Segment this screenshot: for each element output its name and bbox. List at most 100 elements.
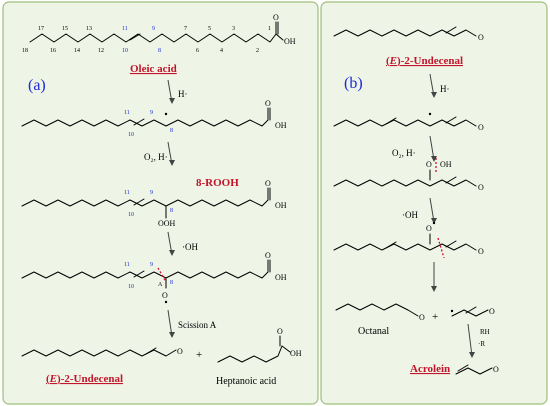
svg-text:9: 9 [150, 110, 153, 116]
svg-text:O: O [478, 123, 484, 132]
arrowhead-b-step4 [431, 286, 437, 292]
svg-text:10: 10 [128, 132, 134, 138]
arrowhead-b-step1 [431, 92, 437, 98]
undecenal-hydroperoxide-structure [333, 169, 477, 187]
b-o-atom: O [426, 160, 432, 169]
svg-text:11: 11 [124, 190, 130, 196]
octanal-label: Octanal [358, 326, 389, 337]
svg-text:7: 7 [184, 26, 187, 32]
b-step3-reagent: ·OH [402, 210, 418, 220]
acrolein-structure [455, 364, 493, 375]
svg-text:11: 11 [124, 110, 130, 116]
svg-text:6: 6 [196, 48, 199, 54]
svg-text:16: 16 [50, 48, 56, 54]
plus-sign-right: + [432, 311, 438, 323]
arrowhead-step4 [169, 332, 175, 338]
arrowhead-step3 [169, 250, 175, 256]
scission-mark-b2 [437, 237, 445, 259]
radical-dot [164, 112, 168, 116]
oleic-oh-group: OH [284, 37, 296, 46]
arrowhead-b-step5 [469, 352, 475, 358]
svg-text:2: 2 [256, 48, 259, 54]
b-step1-reagent: H· [440, 84, 450, 94]
octanal-structure [335, 303, 419, 317]
arrowhead-step1 [169, 98, 175, 104]
svg-text:O: O [265, 99, 271, 108]
undecenal-label-left: (E)-2-Undecenal [46, 373, 123, 385]
arrowhead-b-step3 [431, 218, 437, 224]
svg-text:OH: OH [275, 121, 287, 130]
svg-text:13: 13 [86, 26, 92, 32]
acrolein-radical-dot [450, 309, 454, 313]
arrowhead-b-step2 [431, 156, 437, 162]
panel-b-tag: (b) [344, 75, 363, 92]
svg-text:15: 15 [62, 26, 68, 32]
undecenal-structure-b [333, 26, 477, 37]
svg-text:12: 12 [98, 48, 104, 54]
step3-reagent: ·OH [182, 242, 198, 252]
plus-sign-left: + [196, 349, 202, 361]
undecenal-label-right: (E)-2-Undecenal [386, 55, 463, 67]
svg-text:8: 8 [170, 280, 173, 286]
r-label: ·R [478, 340, 485, 348]
panel-a-tag: (a) [28, 77, 46, 94]
alkoxy-radical-structure [21, 259, 271, 289]
alkoxy-o-atom: O [162, 291, 168, 300]
svg-text:O: O [489, 307, 495, 316]
svg-text:O: O [265, 179, 271, 188]
svg-text:4: 4 [220, 48, 223, 54]
svg-text:OH: OH [275, 273, 287, 282]
svg-text:O: O [177, 347, 183, 356]
svg-text:O: O [478, 247, 484, 256]
svg-text:14: 14 [74, 48, 80, 54]
svg-text:10: 10 [122, 48, 128, 54]
rooh-label: 8-ROOH [196, 177, 239, 189]
undecenal-alkoxy-structure [333, 233, 477, 251]
svg-text:O: O [426, 224, 432, 233]
rooh-structure [21, 187, 271, 219]
svg-text:O: O [478, 183, 484, 192]
svg-text:18: 18 [22, 48, 28, 54]
svg-text:5: 5 [208, 26, 211, 32]
svg-text:O: O [277, 327, 283, 336]
heptanoic-acid-label: Heptanoic acid [216, 376, 276, 387]
ooh-group: OOH [158, 219, 176, 228]
svg-text:11: 11 [122, 26, 128, 32]
svg-text:8: 8 [158, 48, 161, 54]
svg-text:8: 8 [170, 128, 173, 134]
rh-label: RH [480, 328, 490, 336]
panel-b [320, 1, 548, 405]
b-oh-group: OH [440, 160, 452, 169]
svg-text:11: 11 [124, 262, 130, 268]
step1-reagent: H· [178, 89, 188, 99]
oleic-radical-structure [21, 107, 271, 127]
scission-mark-a [157, 267, 167, 283]
svg-text:17: 17 [38, 26, 44, 32]
svg-text:OH: OH [275, 201, 287, 210]
svg-text:3: 3 [232, 26, 235, 32]
svg-text:O: O [265, 251, 271, 260]
svg-text:8: 8 [170, 208, 173, 214]
undecenal-product-structure [21, 347, 177, 357]
svg-text:O: O [493, 365, 499, 374]
acrolein-label: Acrolein [410, 363, 450, 375]
oleic-acid-label: Oleic acid [130, 63, 177, 75]
svg-text:OH: OH [290, 349, 302, 358]
scission-label: Scission A [178, 320, 217, 330]
radical-dot-b [428, 112, 432, 116]
svg-text:9: 9 [150, 262, 153, 268]
alkoxy-radical-dot [164, 300, 168, 304]
acrolein-radical-structure [451, 306, 489, 317]
arrowhead-step2 [169, 160, 175, 166]
alkoxy-radical-dot-b [432, 221, 436, 225]
svg-text:10: 10 [128, 284, 134, 290]
svg-text:9: 9 [152, 26, 155, 32]
oleic-o-atom: O [273, 13, 279, 22]
site-a-label: A [158, 282, 163, 288]
svg-text:10: 10 [128, 212, 134, 218]
svg-text:O: O [478, 33, 484, 42]
oleic-carbon-numbers: 18 17 16 15 14 13 12 11 10 9 8 7 6 5 4 3… [22, 26, 271, 54]
svg-text:1: 1 [268, 26, 271, 32]
svg-text:9: 9 [150, 190, 153, 196]
